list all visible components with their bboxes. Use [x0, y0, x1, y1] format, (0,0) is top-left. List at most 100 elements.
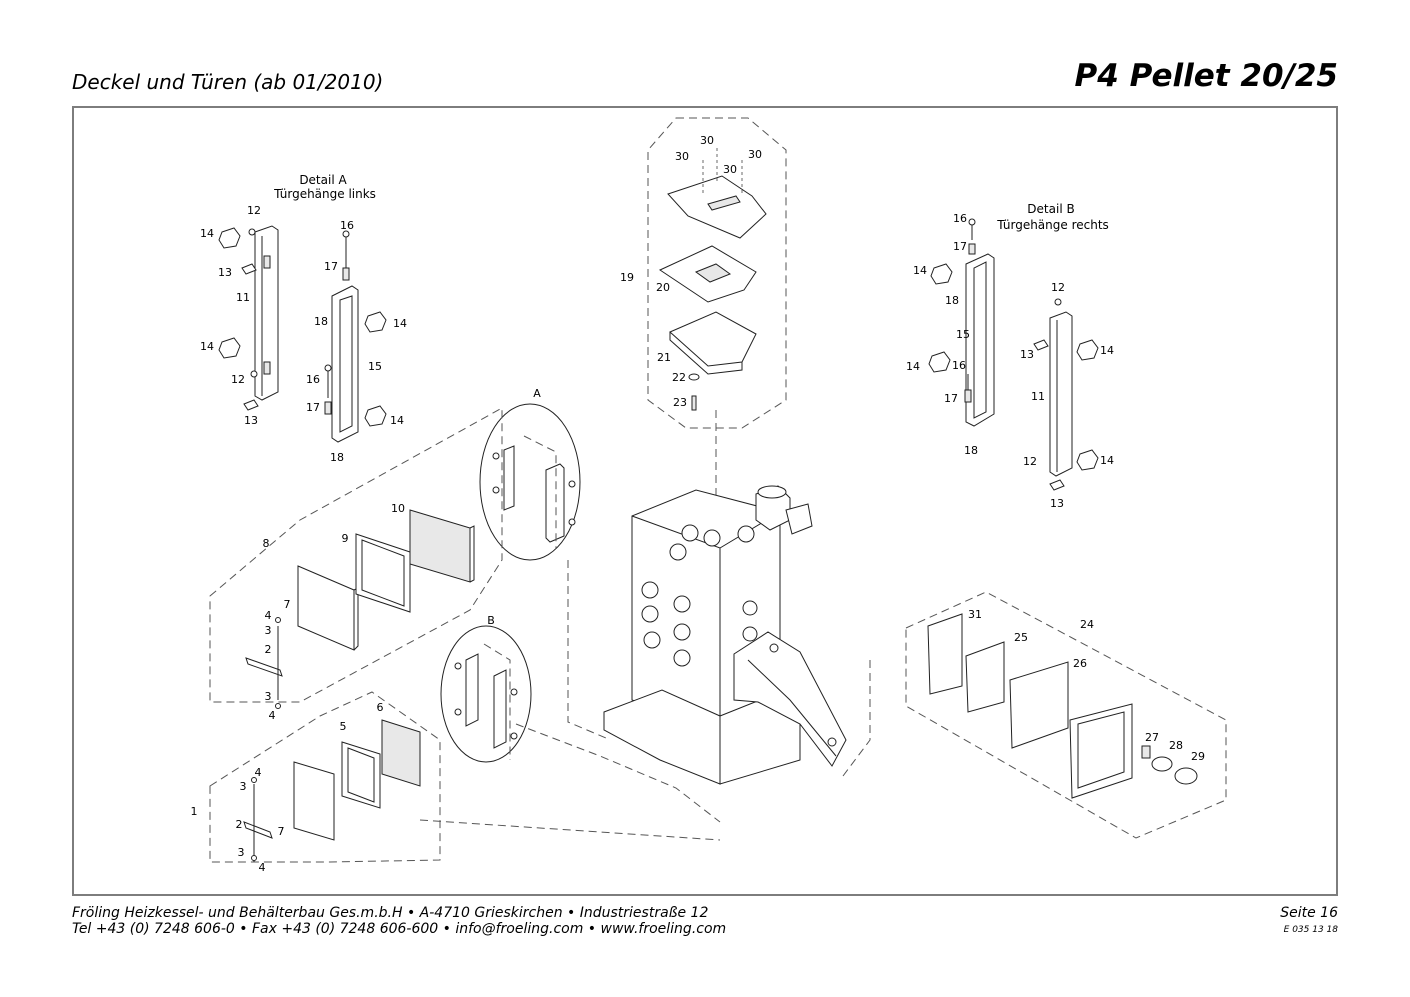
part-label-4: 4 — [265, 609, 272, 622]
leader-line — [839, 660, 871, 781]
door-seal-part — [355, 533, 411, 613]
part-label-16: 16 — [306, 373, 320, 386]
door-seal-part — [341, 741, 381, 809]
detail-a-group: Detail A Türgehänge links 12 14 13 11 14… — [200, 173, 407, 464]
lower-door-outline — [209, 691, 441, 863]
detail-b-marker: B — [487, 614, 495, 627]
hinge-block-part — [1076, 449, 1099, 471]
part-label-18: 18 — [330, 451, 344, 464]
part-label-17: 17 — [324, 260, 338, 273]
page-subtitle: Deckel und Türen (ab 01/2010) — [72, 70, 384, 94]
part-label-13: 13 — [1020, 348, 1034, 361]
part-label-14: 14 — [393, 317, 407, 330]
door-handle-part — [245, 657, 283, 677]
part-label-14: 14 — [200, 227, 214, 240]
part-label-9: 9 — [342, 532, 349, 545]
top-cover-group: 30 30 30 30 19 20 21 22 23 — [620, 117, 787, 520]
detail-b-group: Detail B Türgehänge rechts 16 17 14 18 1… — [906, 202, 1114, 510]
part-label-21: 21 — [657, 351, 671, 364]
part-label-3: 3 — [265, 624, 272, 637]
right-cover-group: 31 25 24 26 27 28 29 — [905, 591, 1227, 839]
part-label-4: 4 — [255, 766, 262, 779]
part-label-2: 2 — [265, 643, 272, 656]
part-label-14: 14 — [1100, 454, 1114, 467]
part-label-7: 7 — [284, 598, 291, 611]
cover-plate-part — [927, 613, 963, 695]
hinge-block-part — [364, 405, 387, 427]
detail-a-circle: A — [479, 387, 581, 561]
part-label-4: 4 — [269, 709, 276, 722]
insulation-part — [381, 719, 421, 787]
feed-arm-part — [733, 631, 847, 767]
detail-b-subtitle: Türgehänge rechts — [996, 218, 1109, 232]
part-label-13: 13 — [218, 266, 232, 279]
leader-line — [567, 560, 607, 739]
part-label-29: 29 — [1191, 750, 1205, 763]
part-label-17: 17 — [944, 392, 958, 405]
part-label-30: 30 — [675, 150, 689, 163]
latch-part — [1141, 745, 1151, 759]
part-label-7: 7 — [278, 825, 285, 838]
part-label-22: 22 — [672, 371, 686, 384]
part-label-24: 24 — [1080, 618, 1094, 631]
part-label-25: 25 — [1014, 631, 1028, 644]
door-panel-part — [297, 565, 355, 651]
part-label-18: 18 — [314, 315, 328, 328]
door-panel-part — [293, 761, 335, 841]
part-label-14: 14 — [390, 414, 404, 427]
part-label-31: 31 — [968, 608, 982, 621]
base-plate-part — [669, 311, 757, 367]
part-label-23: 23 — [673, 396, 687, 409]
product-title: P4 Pellet 20/25 — [1074, 58, 1339, 94]
hinge-bar-part — [254, 225, 279, 401]
washer-part — [688, 373, 700, 381]
upper-door-outline — [209, 407, 503, 703]
slot-part — [263, 361, 271, 375]
part-label-20: 20 — [656, 281, 670, 294]
part-label-14: 14 — [906, 360, 920, 373]
page-number: Seite 16 — [1280, 905, 1338, 921]
screw-part — [250, 370, 258, 378]
ring-part — [1151, 756, 1173, 772]
part-label-15: 15 — [368, 360, 382, 373]
hinge-bar-part — [1049, 311, 1073, 477]
part-label-18: 18 — [964, 444, 978, 457]
boiler-body — [419, 485, 871, 841]
part-label-16: 16 — [953, 212, 967, 225]
part-label-12: 12 — [1023, 455, 1037, 468]
part-label-3: 3 — [240, 780, 247, 793]
cover-plate-part — [965, 641, 1005, 713]
hinge-block-part — [928, 351, 951, 373]
footer-contact: Tel +43 (0) 7248 606-0 • Fax +43 (0) 724… — [72, 921, 727, 937]
part-label-12: 12 — [1051, 281, 1065, 294]
sleeve-part — [342, 267, 350, 281]
leader-line — [515, 723, 721, 823]
part-label-13: 13 — [1050, 497, 1064, 510]
part-label-12: 12 — [231, 373, 245, 386]
nut-part — [241, 263, 257, 275]
part-label-8: 8 — [263, 537, 270, 550]
detail-a-title: Detail A — [299, 173, 347, 187]
screw-part — [248, 228, 256, 236]
bolt-part — [691, 395, 697, 411]
part-label-6: 6 — [377, 701, 384, 714]
part-label-27: 27 — [1145, 731, 1159, 744]
part-label-14: 14 — [1100, 344, 1114, 357]
part-label-3: 3 — [265, 690, 272, 703]
drawing-frame — [72, 106, 1338, 896]
detail-a-marker: A — [533, 387, 541, 400]
part-label-11: 11 — [1031, 390, 1045, 403]
part-label-19: 19 — [620, 271, 634, 284]
part-label-17: 17 — [953, 240, 967, 253]
slot-part — [263, 255, 271, 269]
part-label-11: 11 — [236, 291, 250, 304]
hinge-block-part — [1076, 339, 1099, 361]
part-label-30: 30 — [748, 148, 762, 161]
detail-b-circle: B — [440, 614, 532, 763]
detail-b-title: Detail B — [1027, 202, 1074, 216]
part-label-18: 18 — [945, 294, 959, 307]
part-label-4: 4 — [259, 861, 266, 874]
part-label-30: 30 — [700, 134, 714, 147]
part-label-14: 14 — [913, 264, 927, 277]
part-label-5: 5 — [340, 720, 347, 733]
